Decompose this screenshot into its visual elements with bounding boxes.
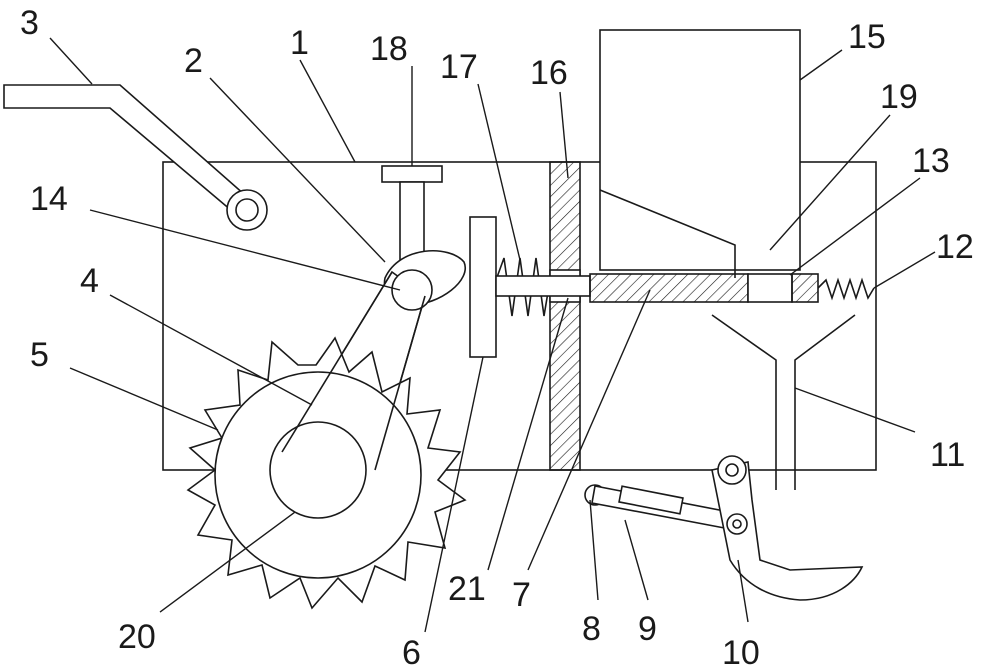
leader-20 <box>159 511 296 613</box>
leader-10 <box>737 559 749 623</box>
sliding-block <box>791 273 819 303</box>
label-17: 17 <box>440 48 478 86</box>
label-10: 10 <box>722 634 760 671</box>
seed-slot <box>747 273 793 303</box>
top-bracket-cap <box>381 165 443 183</box>
leader-16 <box>559 91 569 179</box>
leader-14 <box>89 209 401 291</box>
wheel-hub <box>269 421 367 519</box>
label-11: 11 <box>930 436 965 474</box>
label-14: 14 <box>30 180 68 218</box>
label-4: 4 <box>80 262 99 300</box>
leader-11 <box>794 387 916 433</box>
leader-7 <box>527 289 651 571</box>
leader-21 <box>487 297 569 571</box>
label-3: 3 <box>20 4 39 42</box>
pusher-plate <box>469 216 497 358</box>
link-cylinder <box>618 485 684 515</box>
opener-pivot-inner <box>725 463 739 477</box>
label-16: 16 <box>530 54 568 92</box>
leader-6 <box>424 356 484 633</box>
leader-19 <box>769 114 891 251</box>
return-spring <box>817 277 875 301</box>
cam-roller <box>391 269 433 311</box>
guide-wall <box>549 161 581 471</box>
label-12: 12 <box>936 228 974 266</box>
push-rod <box>495 275 591 297</box>
push-rod-hatched <box>589 273 749 303</box>
label-21: 21 <box>448 570 486 608</box>
hopper-funnel <box>599 189 736 278</box>
leader-12 <box>873 251 936 289</box>
leader-15 <box>799 49 843 81</box>
crank-arm-overlay <box>281 271 393 453</box>
label-7: 7 <box>512 576 531 614</box>
label-19: 19 <box>880 78 918 116</box>
handle-pivot-inner <box>235 198 259 222</box>
leader-5 <box>69 367 219 431</box>
leader-17 <box>477 83 521 261</box>
leader-3 <box>49 37 93 85</box>
label-2: 2 <box>184 42 203 80</box>
leader-9 <box>624 519 649 601</box>
label-5: 5 <box>30 336 49 374</box>
top-bracket-post <box>399 181 425 261</box>
leader-2 <box>209 77 386 263</box>
leader-8 <box>589 499 599 601</box>
label-8: 8 <box>582 610 601 648</box>
label-1: 1 <box>290 24 309 62</box>
leader-13 <box>789 177 921 276</box>
label-15: 15 <box>848 18 886 56</box>
label-18: 18 <box>370 30 408 68</box>
leader-4 <box>109 294 313 406</box>
hopper-box <box>599 29 801 271</box>
crank-arm-overlay-2 <box>374 295 426 471</box>
label-13: 13 <box>912 142 950 180</box>
seed-funnel <box>711 314 856 490</box>
label-20: 20 <box>118 618 156 656</box>
opener-link-pivot-inner <box>732 519 742 529</box>
label-9: 9 <box>638 610 657 648</box>
label-6: 6 <box>402 634 421 671</box>
leader-1 <box>299 59 356 163</box>
